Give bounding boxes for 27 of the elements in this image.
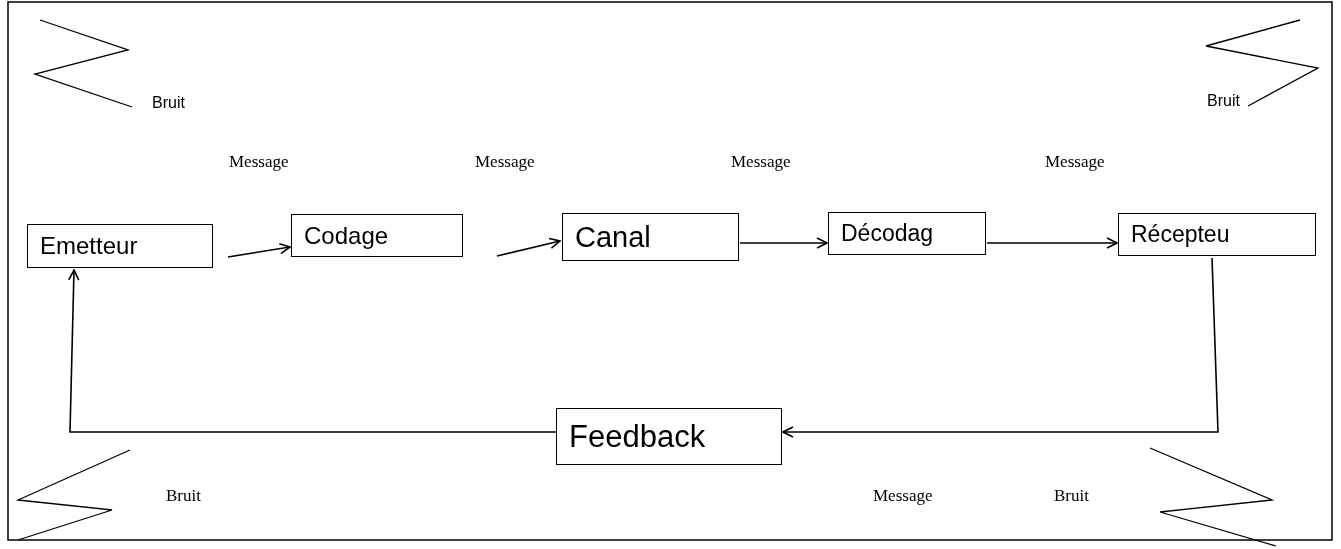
arrow xyxy=(67,269,557,433)
process-box xyxy=(556,408,782,465)
arrow xyxy=(227,242,291,258)
box-label: Feedback xyxy=(569,418,706,455)
arrow xyxy=(986,237,1118,249)
process-box xyxy=(1118,213,1316,256)
noise-label: Bruit xyxy=(152,94,185,112)
arrow xyxy=(496,237,561,257)
message-label: Message xyxy=(873,486,933,506)
process-box xyxy=(562,213,739,261)
box-label: Emetteur xyxy=(40,232,138,260)
noise-label: Bruit xyxy=(1207,92,1240,110)
process-box xyxy=(27,224,213,268)
noise-label: Bruit xyxy=(166,486,201,506)
box-label: Récepteu xyxy=(1131,221,1230,248)
process-box xyxy=(828,212,986,255)
box-label: Codage xyxy=(304,221,389,250)
arrow xyxy=(739,237,828,249)
process-box xyxy=(291,214,463,257)
message-label: Message xyxy=(731,152,791,172)
message-label: Message xyxy=(1045,152,1105,172)
box-label: Décodag xyxy=(841,220,934,247)
box-label: Canal xyxy=(575,220,651,254)
message-label: Message xyxy=(475,152,535,172)
arrow xyxy=(782,257,1219,438)
noise-label: Bruit xyxy=(1054,486,1089,506)
message-label: Message xyxy=(229,152,289,172)
